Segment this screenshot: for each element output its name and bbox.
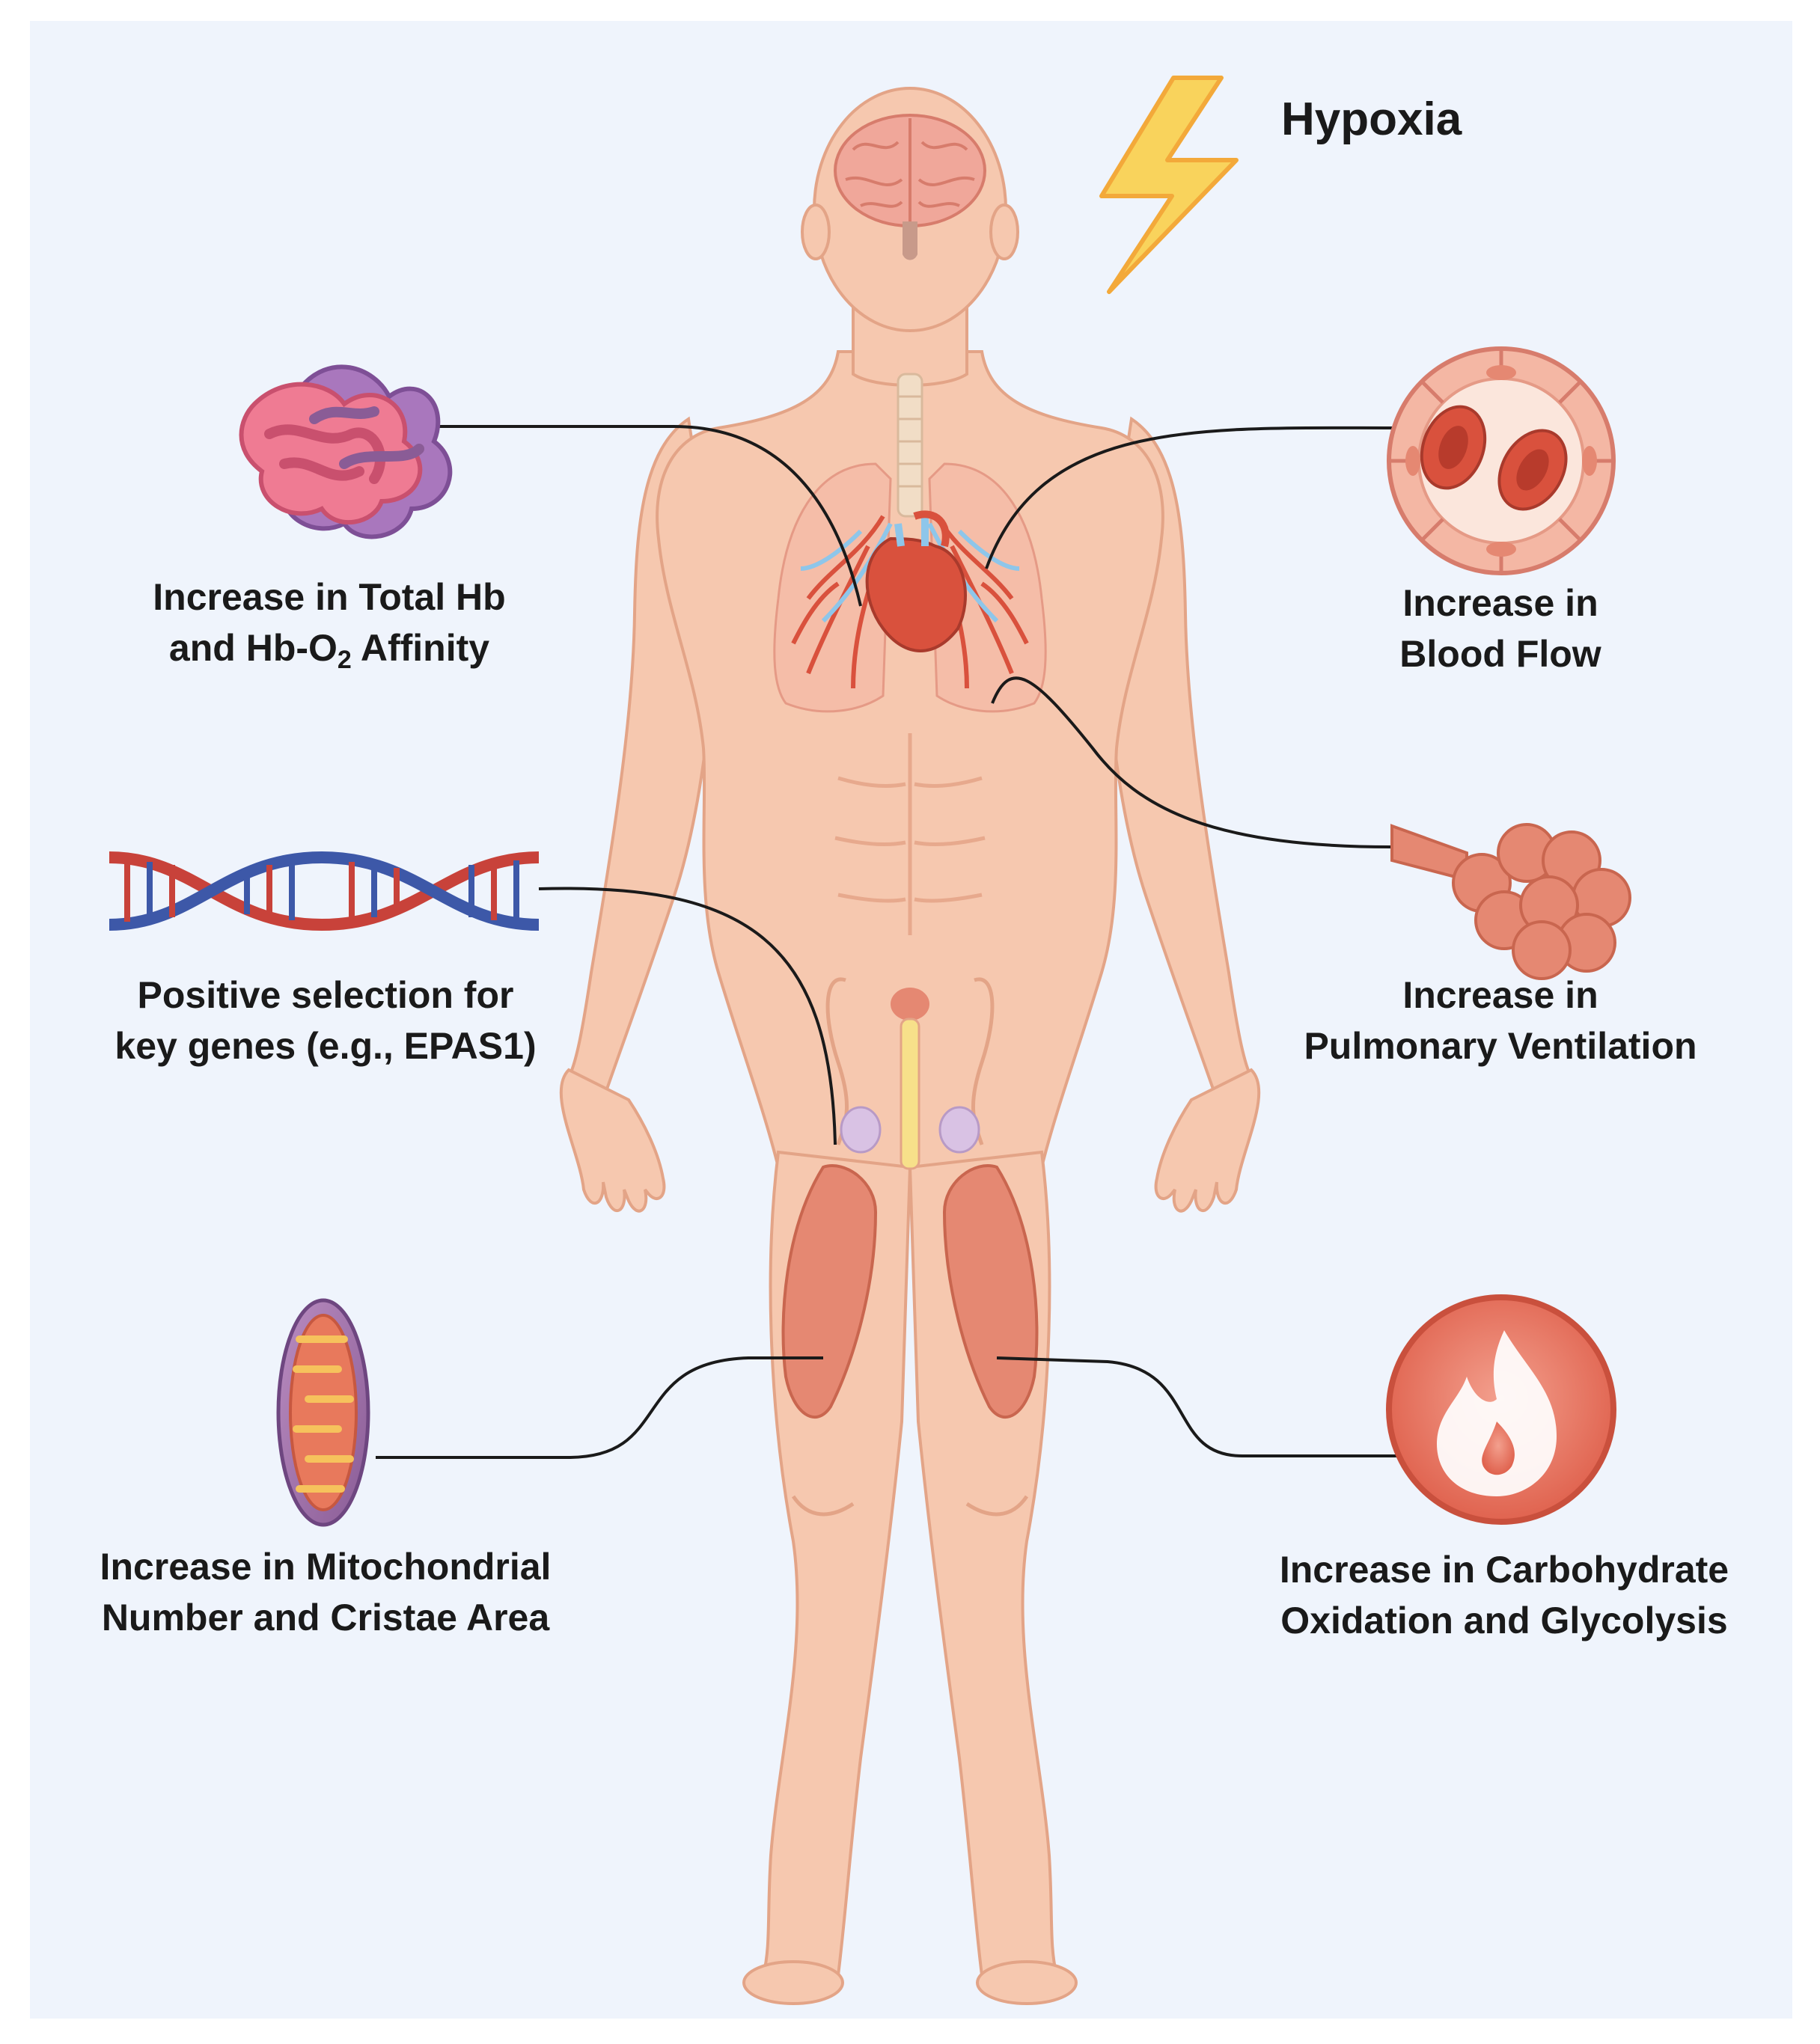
hemoglobin-icon <box>239 364 453 539</box>
flame-icon <box>1386 1294 1616 1525</box>
connector-carbohydrate <box>996 1356 1402 1457</box>
trachea-icon <box>897 373 923 518</box>
label-carbohydrate-line1: Increase in Carbohydrate <box>1279 1549 1729 1591</box>
label-blood-flow-line1: Increase in <box>1402 582 1598 624</box>
label-ventilation-line2: Pulmonary Ventilation <box>1304 1025 1697 1067</box>
label-mitochondria-line1: Increase in Mitochondrial <box>100 1546 552 1588</box>
dna-helix-icon <box>109 851 540 931</box>
reproductive-system-icon <box>825 977 995 1170</box>
label-blood-flow: Increase in Blood Flow <box>1332 578 1669 679</box>
title-hypoxia: Hypoxia <box>1281 94 1462 145</box>
lungs-icon <box>773 462 1047 713</box>
connector-ventilation <box>991 676 1391 848</box>
label-hb-line2: and Hb-O2 Affinity <box>168 627 490 674</box>
label-ventilation-line1: Increase in <box>1402 974 1598 1016</box>
label-carbohydrate: Increase in Carbohydrate Oxidation and G… <box>1242 1544 1766 1646</box>
thigh-muscles-icon <box>781 1164 1039 1419</box>
heart-icon <box>865 510 967 652</box>
connector-genes <box>538 887 837 1145</box>
label-hb: Increase in Total Hb and Hb-O2 Affinity <box>97 572 561 673</box>
connector-mitochondria <box>376 1356 823 1459</box>
label-ventilation: Increase in Pulmonary Ventilation <box>1272 970 1729 1071</box>
connector-hb <box>434 425 862 607</box>
alveoli-icon <box>1390 823 1631 980</box>
label-genes-line2: key genes (e.g., EPAS1) <box>114 1025 537 1067</box>
connector-lines <box>376 425 1402 1459</box>
lightning-bolt-icon <box>1099 76 1239 294</box>
blood-vessel-icon <box>1387 346 1616 575</box>
label-genes: Positive selection for key genes (e.g., … <box>75 970 576 1071</box>
label-mitochondria-line2: Number and Cristae Area <box>101 1597 550 1638</box>
connector-blood-flow <box>985 426 1393 569</box>
label-hb-line1: Increase in Total Hb <box>153 576 506 618</box>
brain-icon <box>834 114 986 260</box>
label-carbohydrate-line2: Oxidation and Glycolysis <box>1280 1600 1728 1641</box>
human-body-icon <box>559 87 1261 2005</box>
mitochondrion-icon <box>276 1298 370 1527</box>
label-mitochondria: Increase in Mitochondrial Number and Cri… <box>60 1541 591 1643</box>
label-genes-line1: Positive selection for <box>137 974 514 1016</box>
label-blood-flow-line2: Blood Flow <box>1399 633 1601 675</box>
